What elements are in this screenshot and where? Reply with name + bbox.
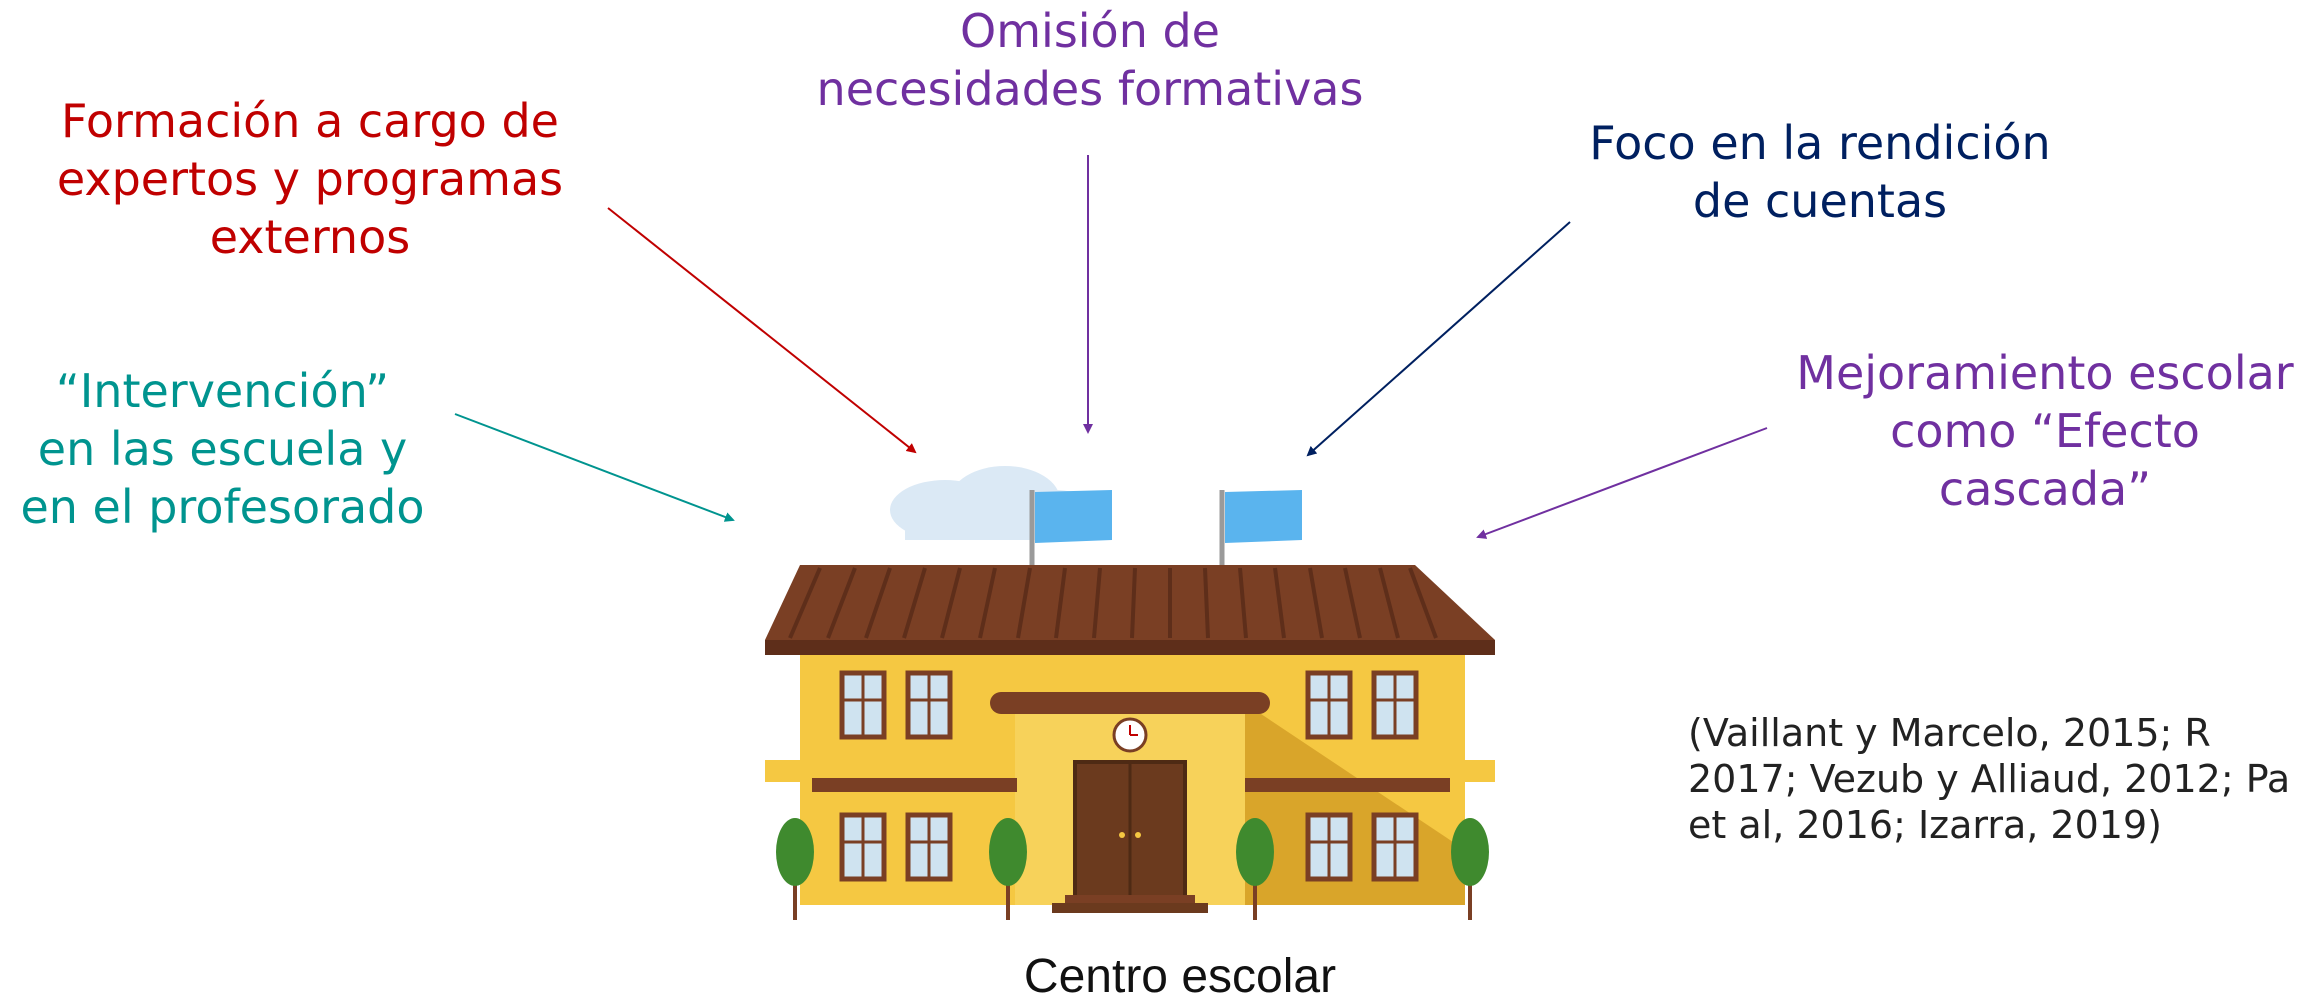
arrow-formacion [607, 207, 917, 454]
caption-centro-escolar: Centro escolar [1023, 950, 1337, 1003]
arrow-foco [1306, 221, 1571, 457]
arrow-intervencion [454, 413, 735, 522]
school-building-illustration [765, 466, 1495, 920]
label-formacion-expertos: Formación a cargo de expertos y programa… [56, 94, 564, 264]
label-mejoramiento-escolar: Mejoramiento escolar como “Efecto cascad… [1796, 346, 2294, 516]
arrow-mejoramiento [1476, 427, 1768, 539]
citation-references: (Vaillant y Marcelo, 2015; R 2017; Vezub… [1688, 711, 2291, 847]
label-intervencion: “Intervención” en las escuela y en el pr… [20, 364, 425, 534]
label-foco-rendicion: Foco en la rendición de cuentas [1589, 116, 2051, 228]
label-omision-necesidades: Omisión de necesidades formativas [816, 4, 1364, 116]
